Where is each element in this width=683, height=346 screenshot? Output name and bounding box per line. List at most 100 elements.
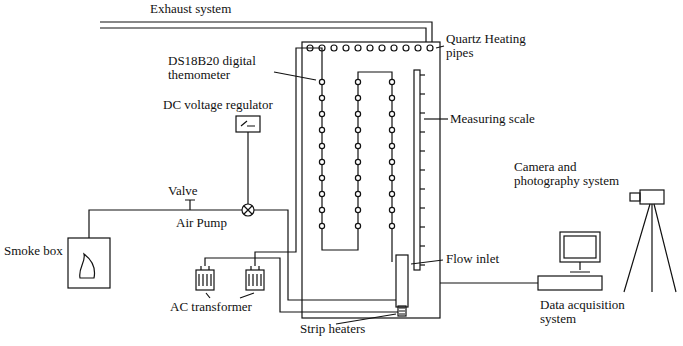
quartz-heating-pipe bbox=[343, 45, 349, 51]
camera-tripod bbox=[624, 204, 676, 292]
quartz-heating-pipe bbox=[415, 45, 421, 51]
thermometer-sensor bbox=[355, 191, 360, 196]
data-acquisition-system bbox=[538, 276, 602, 290]
thermometer-wire bbox=[322, 72, 392, 262]
measuring-scale bbox=[420, 150, 425, 151]
part-label: Data acquisition system bbox=[540, 298, 636, 326]
quartz-heating-pipe bbox=[379, 45, 385, 51]
dc-voltage-regulator bbox=[236, 116, 260, 204]
part-label: AC transformer bbox=[170, 300, 252, 314]
quartz-heating-pipe bbox=[403, 45, 409, 51]
data-cable bbox=[440, 282, 538, 283]
ac-transformer bbox=[249, 266, 261, 286]
thermometer-sensor bbox=[355, 127, 360, 132]
strip-heater bbox=[398, 306, 406, 316]
part-label: Flow inlet bbox=[446, 252, 499, 266]
thermometer-sensor bbox=[319, 79, 324, 84]
valve bbox=[185, 200, 195, 210]
strip-heater bbox=[398, 306, 406, 316]
measuring-scale bbox=[420, 93, 425, 94]
measuring-scale bbox=[420, 131, 425, 132]
thermometer-sensor bbox=[355, 207, 360, 212]
camera-tripod bbox=[640, 190, 664, 204]
dc-voltage-regulator bbox=[247, 132, 248, 204]
thermometer-sensor bbox=[389, 175, 394, 180]
quartz-heating-pipe bbox=[367, 45, 373, 51]
part-label: DC voltage regulator bbox=[163, 98, 273, 112]
quartz-heating-pipe bbox=[331, 45, 337, 51]
thermometer-sensor bbox=[355, 111, 360, 116]
thermometer-sensor bbox=[355, 95, 360, 100]
thermometer-sensor bbox=[389, 79, 394, 84]
measuring-scale bbox=[420, 74, 425, 75]
quartz-heating-pipe bbox=[391, 45, 397, 51]
quartz-heating-pipe bbox=[307, 45, 433, 51]
measuring-scale bbox=[414, 70, 420, 270]
thermometer-sensor bbox=[355, 159, 360, 164]
measuring-scale bbox=[414, 70, 425, 270]
part-label: Camera and photography system bbox=[514, 160, 638, 188]
ac-transformer bbox=[196, 266, 264, 290]
part-label: DS18B20 digital themometer bbox=[168, 54, 274, 82]
thermometer-sensor bbox=[389, 127, 394, 132]
data-acquisition-system bbox=[560, 232, 600, 262]
camera-tripod bbox=[630, 193, 640, 201]
thermometer-sensor bbox=[389, 143, 394, 148]
data-cable bbox=[440, 282, 538, 283]
strip-heater bbox=[399, 308, 405, 314]
leader-line bbox=[206, 46, 448, 324]
power-wire bbox=[205, 48, 398, 312]
measuring-scale bbox=[420, 112, 425, 113]
quartz-heating-pipe bbox=[427, 45, 433, 51]
thermometer-sensor bbox=[389, 111, 394, 116]
thermometer-sensor bbox=[355, 143, 360, 148]
measuring-scale bbox=[420, 188, 425, 189]
thermometer-sensor bbox=[319, 223, 324, 228]
part-label: Air Pump bbox=[176, 216, 227, 230]
air-pump bbox=[244, 206, 252, 214]
smoke-pipe bbox=[89, 210, 242, 238]
exhaust-pipe bbox=[100, 22, 432, 42]
exhaust-pipe bbox=[100, 28, 426, 42]
flow-inlet bbox=[396, 255, 408, 307]
smoke-box bbox=[68, 238, 110, 288]
measuring-scale bbox=[420, 226, 425, 227]
part-label: Valve bbox=[168, 184, 198, 198]
camera-tripod bbox=[624, 190, 676, 292]
part-label: Smoke box bbox=[4, 244, 63, 258]
thermometer-sensor bbox=[319, 143, 324, 148]
thermometer-sensor bbox=[319, 95, 324, 100]
flow-inlet bbox=[396, 255, 408, 307]
thermometer-sensor bbox=[355, 223, 360, 228]
part-label: Strip heaters bbox=[300, 322, 365, 336]
exhaust-pipe bbox=[100, 22, 432, 42]
leader-line bbox=[424, 118, 448, 119]
smoke-box bbox=[80, 254, 95, 278]
dc-voltage-regulator bbox=[241, 121, 255, 126]
power-wire bbox=[255, 48, 322, 266]
thermometer-sensor bbox=[319, 111, 324, 116]
ac-transformer bbox=[199, 266, 211, 286]
thermometer-sensor bbox=[389, 223, 394, 228]
data-acquisition-system bbox=[538, 232, 602, 290]
thermometer-sensor bbox=[389, 207, 394, 212]
measuring-scale bbox=[420, 264, 425, 265]
air-pump bbox=[242, 204, 254, 216]
test-chamber bbox=[302, 42, 440, 318]
air-pump bbox=[242, 204, 254, 216]
thermometer-sensor bbox=[319, 127, 324, 132]
thermometer-sensor bbox=[319, 175, 324, 180]
thermometer-sensor bbox=[355, 79, 360, 84]
valve bbox=[185, 200, 195, 210]
thermometer-sensor bbox=[319, 207, 324, 212]
thermometer-sensor bbox=[389, 95, 394, 100]
part-label: Measuring scale bbox=[450, 112, 535, 126]
data-acquisition-system bbox=[570, 262, 590, 272]
measuring-scale bbox=[420, 169, 425, 170]
smoke-pipe bbox=[89, 210, 396, 300]
measuring-scale bbox=[420, 207, 425, 208]
smoke-pipe bbox=[254, 210, 396, 300]
thermometer-sensor bbox=[355, 175, 360, 180]
leader-line bbox=[274, 72, 316, 80]
thermometer-sensor bbox=[319, 79, 394, 228]
